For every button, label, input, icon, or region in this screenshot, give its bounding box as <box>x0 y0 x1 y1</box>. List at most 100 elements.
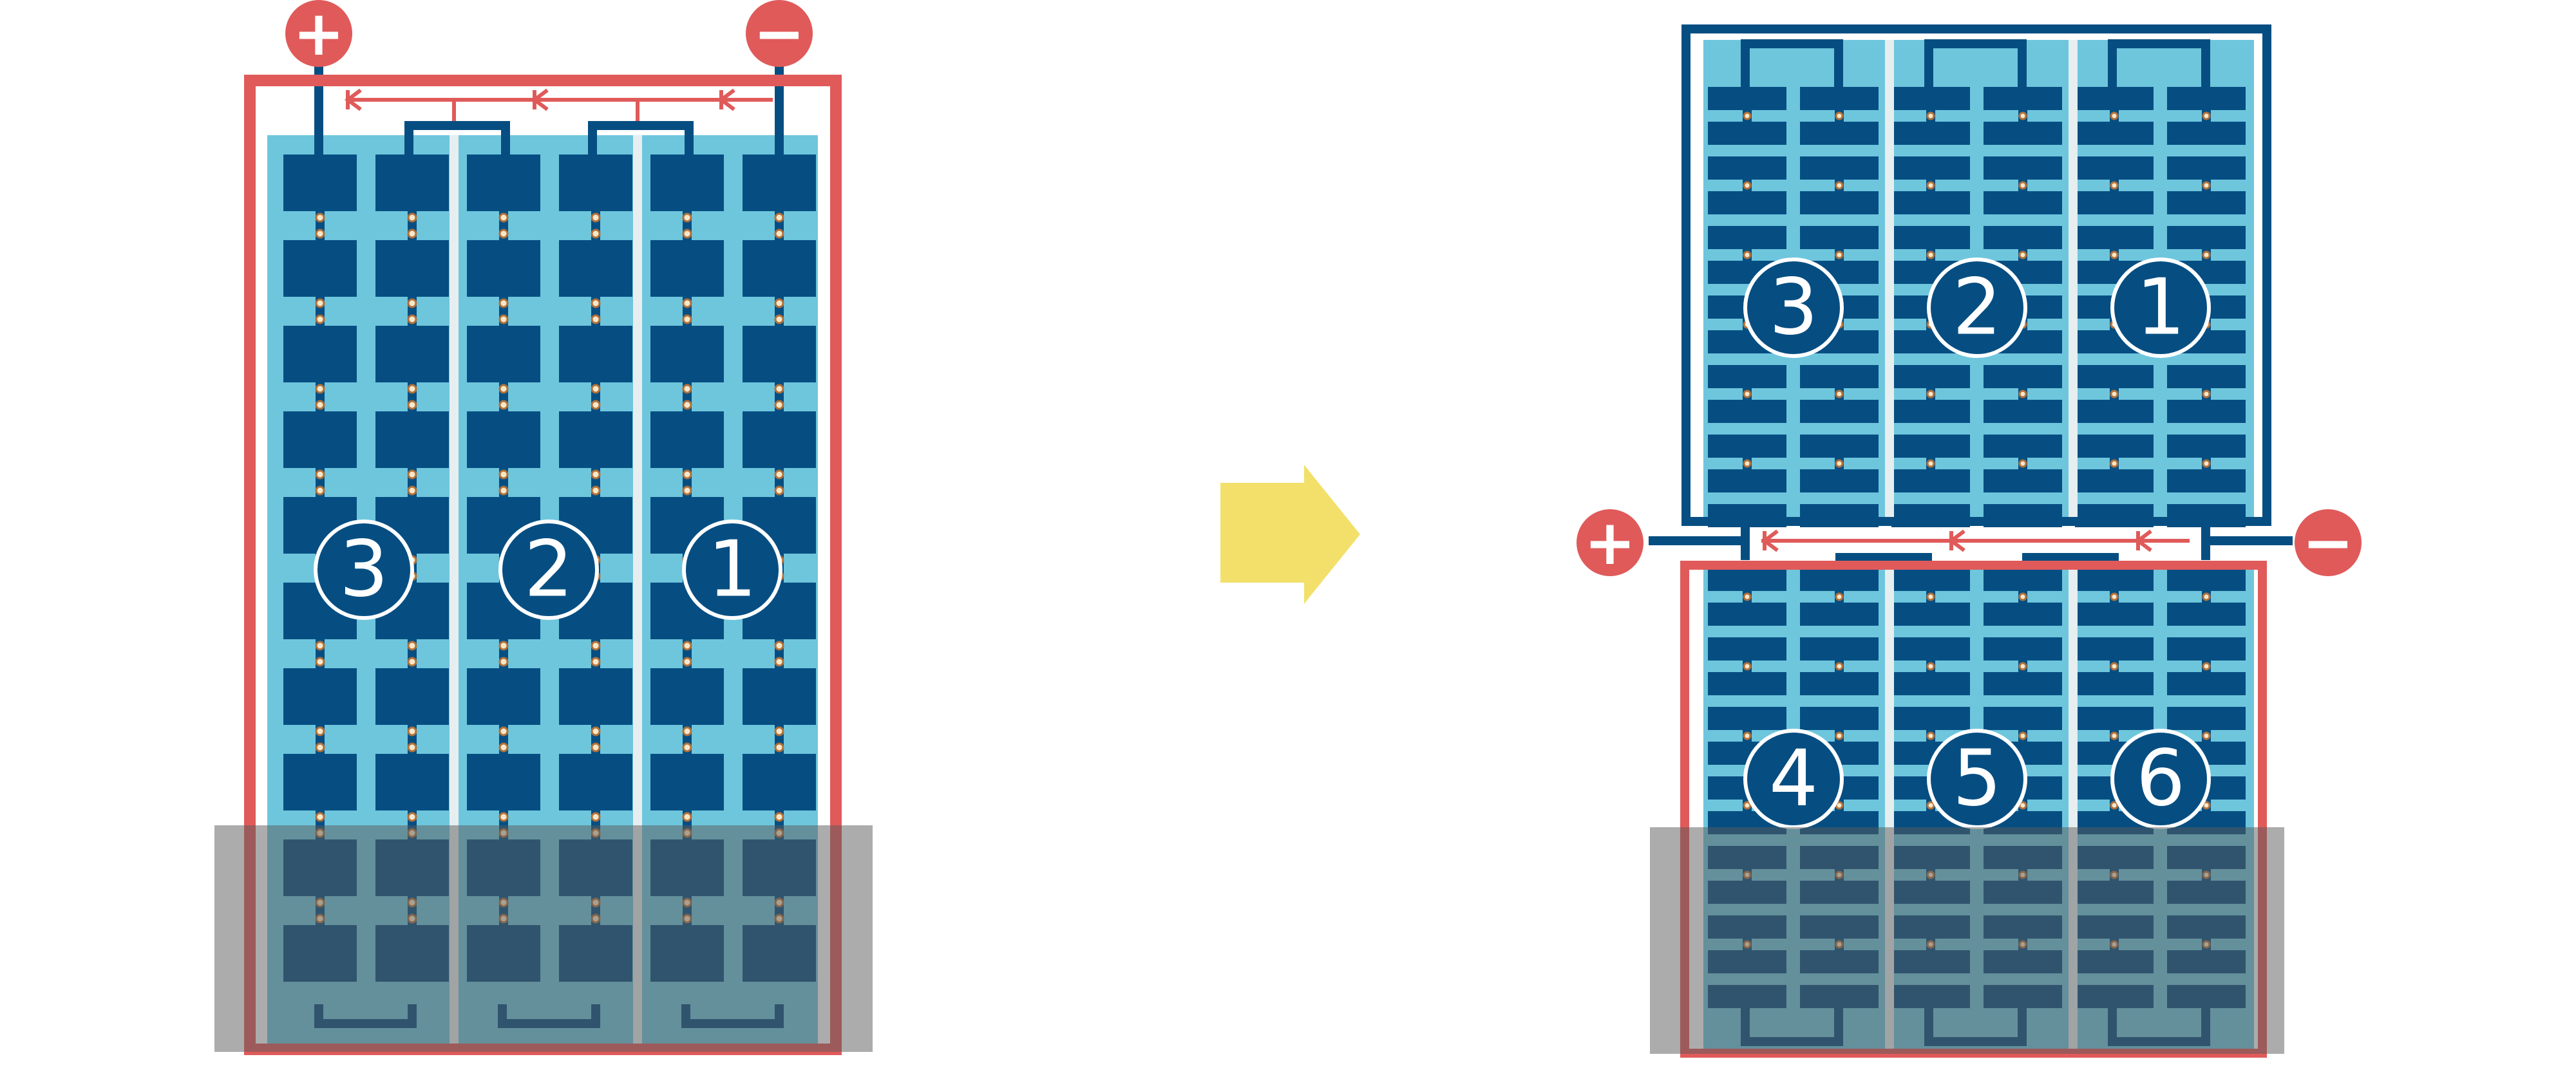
solder-point <box>682 469 692 480</box>
solder-point <box>682 641 692 651</box>
solar-cell <box>559 754 632 810</box>
solder-point <box>591 384 601 394</box>
half-cell <box>2075 707 2154 730</box>
half-cell <box>1708 469 1786 492</box>
string-label-4: 4 <box>1769 735 1818 824</box>
solder-point <box>315 641 325 651</box>
solder-point <box>591 314 601 324</box>
solder-point <box>682 400 692 410</box>
solder-point <box>591 400 601 410</box>
solder-point <box>2110 592 2119 601</box>
solder-point <box>2202 181 2211 190</box>
solder-point <box>591 742 601 753</box>
right-shade-overlay <box>1650 827 2284 1054</box>
half-cell <box>1984 191 2062 214</box>
solder-point <box>1926 250 1935 259</box>
string-label-2: 2 <box>1953 263 2002 353</box>
half-cell <box>1708 637 1786 660</box>
solder-point <box>2110 250 2119 259</box>
half-cell <box>2167 122 2246 145</box>
string-label-1: 1 <box>2136 263 2185 353</box>
right-bottom-string-labels: 4 5 6 <box>1743 729 2211 829</box>
half-cell <box>2167 226 2246 249</box>
solder-point <box>2202 389 2211 398</box>
half-cell <box>1708 191 1786 214</box>
solder-point <box>407 314 417 324</box>
half-cell <box>2167 365 2246 388</box>
solder-point <box>774 485 784 496</box>
half-cell <box>1891 435 1970 458</box>
solder-point <box>591 298 601 308</box>
solder-point <box>1926 731 1935 740</box>
solder-point <box>1926 592 1935 601</box>
solder-point <box>407 229 417 239</box>
solar-cell <box>375 240 449 297</box>
solder-point <box>682 229 692 239</box>
half-cell <box>1708 672 1786 695</box>
solder-point <box>682 812 692 822</box>
solar-cell <box>283 668 357 725</box>
solder-point <box>498 298 509 308</box>
solder-point <box>2110 731 2119 740</box>
solder-point <box>407 726 417 736</box>
solder-point <box>2202 662 2211 671</box>
half-cell <box>1800 568 1879 591</box>
right-top-frame <box>1681 24 2271 526</box>
solder-point <box>2202 459 2211 468</box>
solder-point <box>498 812 509 822</box>
solder-point <box>774 229 784 239</box>
solder-point <box>2202 731 2211 740</box>
left-negative-terminal: − <box>746 0 813 70</box>
plus-icon: + <box>293 0 345 70</box>
solder-point <box>407 469 417 480</box>
half-cell <box>1891 122 1970 145</box>
half-cell <box>1800 156 1879 180</box>
solder-point <box>591 641 601 651</box>
solar-cell <box>375 668 449 725</box>
half-cell <box>1984 400 2062 423</box>
solder-point <box>1926 389 1935 398</box>
solder-point <box>407 212 417 223</box>
half-cell <box>1984 122 2062 145</box>
half-cell <box>1708 87 1786 110</box>
half-cell <box>1891 87 1970 110</box>
solder-point <box>2110 662 2119 671</box>
half-cell <box>2075 469 2154 492</box>
half-cell <box>1891 469 1970 492</box>
solar-cell <box>650 155 724 211</box>
solar-cell <box>375 326 449 382</box>
solder-point <box>591 469 601 480</box>
half-cell <box>1891 400 1970 423</box>
solder-point <box>774 742 784 753</box>
solder-point <box>407 657 417 667</box>
half-cell <box>2167 156 2246 180</box>
half-cell <box>1984 568 2062 591</box>
solder-point <box>1926 801 1935 810</box>
solder-point <box>2110 801 2119 810</box>
half-cell <box>2075 400 2154 423</box>
solder-point <box>682 742 692 753</box>
half-cell <box>1984 637 2062 660</box>
solder-point <box>774 641 784 651</box>
half-cell <box>1800 672 1879 695</box>
solder-point <box>498 742 509 753</box>
solder-point <box>315 384 325 394</box>
solar-cell <box>743 155 816 211</box>
solder-point <box>774 726 784 736</box>
half-cell <box>1891 365 1970 388</box>
solar-cell <box>467 155 540 211</box>
solder-point <box>2018 181 2027 190</box>
solder-point <box>315 726 325 736</box>
solder-point <box>315 314 325 324</box>
half-cell <box>1984 435 2062 458</box>
left-dividers <box>450 135 642 1046</box>
solder-point <box>1743 592 1752 601</box>
solder-point <box>1743 389 1752 398</box>
half-cell <box>2075 226 2154 249</box>
solder-point <box>407 742 417 753</box>
solar-cell <box>283 326 357 382</box>
half-cell <box>1891 226 1970 249</box>
solder-point <box>591 812 601 822</box>
half-cell <box>1984 156 2062 180</box>
half-cell <box>1800 226 1879 249</box>
